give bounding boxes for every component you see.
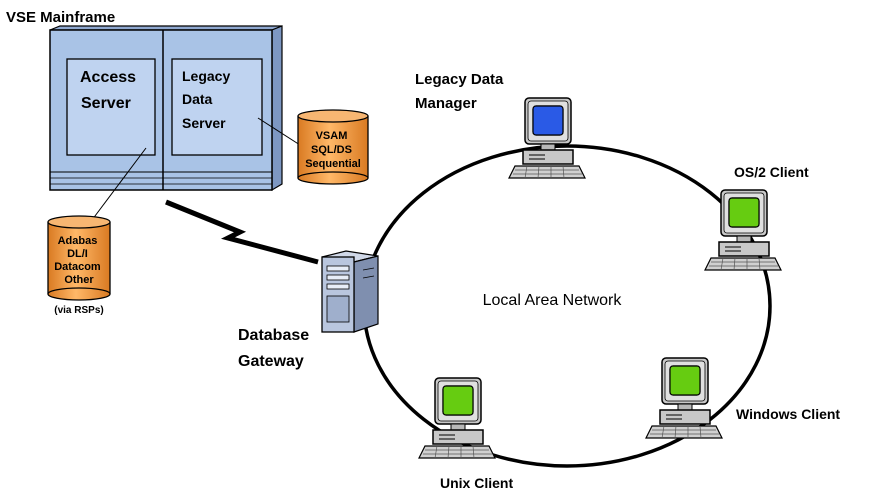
database-adabas-note: (via RSPs) bbox=[54, 305, 103, 316]
database-vsam-label: VSAM SQL/DS Sequential bbox=[305, 130, 361, 170]
database-adabas-icon bbox=[47, 215, 111, 301]
windows-screen bbox=[669, 365, 701, 396]
wan-link-lightning bbox=[165, 199, 319, 265]
unix-screen bbox=[442, 385, 474, 416]
lan-label: Local Area Network bbox=[483, 292, 623, 309]
legacy-db-connector bbox=[257, 117, 301, 146]
gateway-server-icon bbox=[321, 250, 379, 333]
unix-label: Unix Client bbox=[440, 475, 513, 491]
os2-screen bbox=[728, 197, 760, 228]
os2-label: OS/2 Client bbox=[734, 164, 809, 180]
database-vsam-icon bbox=[297, 109, 369, 185]
mainframe-icon bbox=[49, 25, 283, 192]
legacy-data-server-label: Legacy Data Server bbox=[182, 68, 234, 131]
windows-label: Windows Client bbox=[736, 406, 840, 422]
access-db-connector bbox=[91, 147, 147, 221]
database-adabas-label: Adabas DL/I Datacom Other bbox=[54, 235, 104, 286]
legacy-manager-screen bbox=[532, 105, 564, 136]
mainframe-title: VSE Mainframe bbox=[6, 9, 115, 26]
gateway-label: Database Gateway bbox=[238, 327, 314, 370]
access-server-label: Access Server bbox=[80, 69, 141, 112]
legacy-manager-label: Legacy Data Manager bbox=[415, 71, 508, 112]
